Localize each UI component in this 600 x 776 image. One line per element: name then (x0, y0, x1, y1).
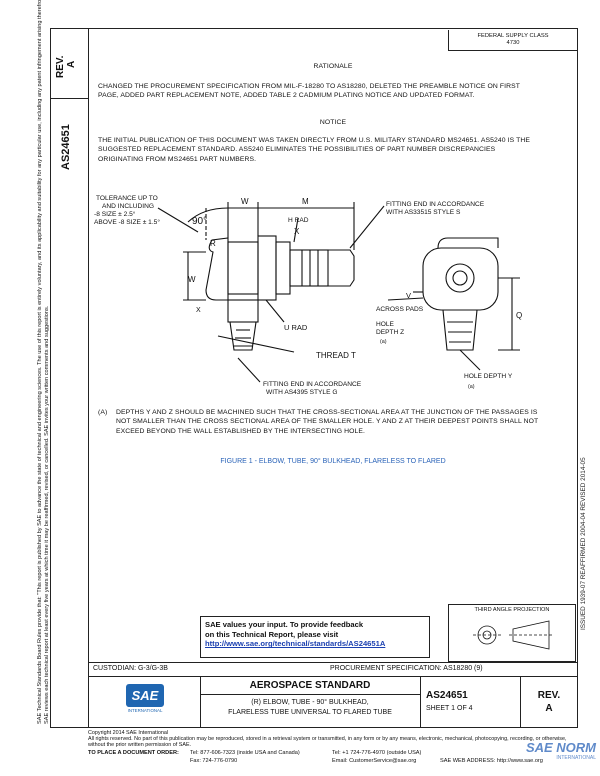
angle-label: 90° (192, 216, 207, 227)
aerospace-standard-title: AEROSPACE STANDARD (249, 680, 371, 691)
fitting-g-line-1: FITTING END IN ACCORDANCE (263, 381, 362, 388)
rights-text: All rights reserved. No part of this pub… (88, 736, 567, 749)
sae-logo-mark: SAE (125, 684, 165, 707)
web-address[interactable]: SAE WEB ADDRESS: http://www.sae.org (440, 758, 543, 764)
order-label: TO PLACE A DOCUMENT ORDER: (88, 750, 179, 756)
hole-y-label: HOLE DEPTH Y (464, 373, 513, 380)
title-rev-label: REV. (537, 690, 561, 701)
thread-label: THREAD T (316, 351, 356, 360)
side-note-right: ISSUED 1939-07 REAFFIRMED 2004-04 REVISE… (580, 457, 587, 630)
rationale-heading: RATIONALE (313, 63, 353, 70)
title-doc-number: AS24651 (426, 690, 468, 701)
left-column (50, 28, 88, 728)
dim-u-rad-label: U RAD (284, 323, 308, 332)
copyright: Copyright 2014 SAE International (88, 730, 169, 736)
rationale-text: CHANGED THE PROCUREMENT SPECIFICATION FR… (98, 83, 520, 100)
watermark-sub: INTERNATIONAL (556, 755, 596, 761)
sae-logo: SAE INTERNATIONAL (120, 684, 170, 724)
tel-2: Tel: +1 724-776-4970 (outside USA) (332, 750, 422, 756)
left-rev-value: A (66, 60, 77, 68)
page-frame (88, 28, 578, 728)
sae-logo-sub: INTERNATIONAL (127, 708, 163, 713)
notice-heading: NOTICE (319, 119, 347, 126)
tolerance-line-2: AND INCLUDING (102, 203, 154, 210)
tolerance-line-4: ABOVE -8 SIZE ± 1.5° (94, 218, 160, 226)
desc-line-1: (R) ELBOW, TUBE - 90° BULKHEAD, (251, 699, 369, 706)
notice-text: THE INITIAL PUBLICATION OF THIS DOCUMENT… (98, 137, 530, 163)
dim-x-low-label: X (196, 307, 201, 314)
dim-r-label: R (210, 239, 216, 248)
sheet-label: SHEET 1 OF 4 (426, 705, 473, 712)
watermark-text: SAE NORM (525, 740, 596, 755)
dim-h-rad-label: H RAD (288, 217, 309, 224)
tolerance-line-3: -8 SIZE ± 2.5° (94, 210, 136, 218)
title-rev-value: A (545, 703, 553, 714)
dim-w-label: W (241, 197, 249, 206)
tolerance-line-1: TOLERANCE UP TO (96, 195, 158, 202)
feedback-box: SAE values your input. To provide feedba… (200, 616, 430, 658)
watermark: SAE NORM INTERNATIONAL (488, 740, 596, 770)
federal-supply-class: FEDERAL SUPPLY CLASS 4730 (448, 30, 577, 51)
hole-z-line-1: HOLE (376, 321, 395, 328)
hole-y-note: (a) (468, 384, 475, 390)
projection-symbol-icon (473, 620, 553, 650)
tel-1: Tel: 877-606-7323 (inside USA and Canada… (190, 750, 300, 756)
dim-v-label: V (406, 291, 411, 300)
elbow-drawing: TOLERANCE UP TO AND INCLUDING -8 SIZE ± … (94, 195, 522, 396)
footnote-text: DEPTHS Y AND Z SHOULD BE MACHINED SUCH T… (116, 409, 539, 435)
projection-box: THIRD ANGLE PROJECTION (448, 604, 576, 662)
fitting-s-line-2: WITH AS33515 STYLE S (386, 209, 461, 216)
feedback-line-2: on this Technical Report, please visit (205, 629, 339, 639)
feedback-link[interactable]: http://www.sae.org/technical/standards/A… (205, 639, 386, 649)
left-doc-number: AS24651 (60, 124, 72, 170)
projection-label: THIRD ANGLE PROJECTION (474, 607, 550, 613)
fitting-g-line-2: WITH AS4395 STYLE G (266, 389, 337, 396)
dim-x-label: X (294, 227, 300, 236)
hole-z-line-2: DEPTH Z (376, 329, 404, 336)
side-note-left: SAE Technical Standards Board Rules prov… (37, 0, 43, 724)
email: Email: CustomerService@sae.org (332, 758, 417, 764)
dim-w-left-label: W (188, 275, 196, 284)
fitting-s-line-1: FITTING END IN ACCORDANCE (386, 201, 485, 208)
procurement-spec: PROCUREMENT SPECIFICATION: AS18280 (9) (330, 665, 483, 672)
across-pads-label: ACROSS PADS (376, 306, 424, 313)
desc-line-2: FLARELESS TUBE UNIVERSAL TO FLARED TUBE (228, 709, 392, 716)
feedback-line-1: SAE values your input. To provide feedba… (205, 620, 364, 629)
figure-caption: FIGURE 1 - ELBOW, TUBE, 90° BULKHEAD, FL… (220, 458, 446, 465)
hole-z-note: (a) (380, 339, 387, 345)
footnote-marker: (a) (98, 409, 108, 416)
dim-q-label: Q (516, 311, 522, 320)
dim-m-label: M (302, 197, 309, 206)
left-rev-label: REV. (55, 55, 66, 78)
fax: Fax: 724-776-0790 (190, 758, 238, 764)
custodian-label: CUSTODIAN: G-3/G-3B (93, 665, 168, 672)
